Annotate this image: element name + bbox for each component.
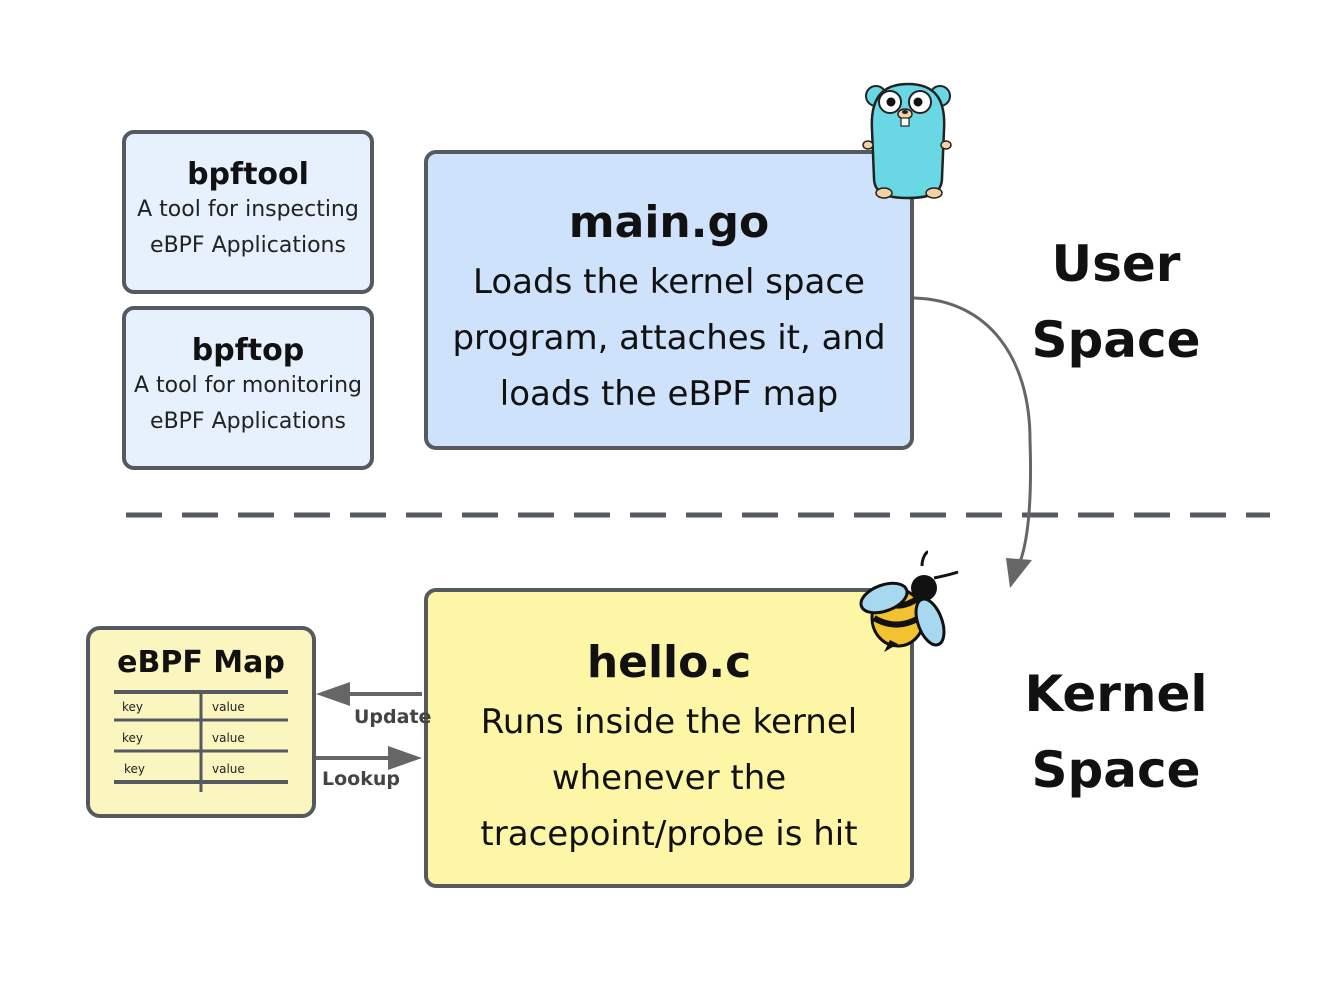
- bpftop-desc-line2: eBPF Applications: [150, 409, 346, 434]
- map-value-2: value: [212, 731, 245, 745]
- bpftop-box: bpftop A tool for monitoring eBPF Applic…: [122, 306, 374, 470]
- lookup-arrow-head: [388, 746, 422, 770]
- map-value-3: value: [212, 762, 245, 776]
- main-go-title: main.go: [568, 197, 770, 248]
- bpftop-title: bpftop: [191, 333, 305, 368]
- user-space-line2: Space: [1031, 311, 1201, 369]
- hello-c-title: hello.c: [586, 637, 752, 688]
- bpftool-desc-line2: eBPF Applications: [150, 233, 346, 258]
- kernel-space-label: Kernel Space: [996, 656, 1236, 808]
- ebpf-map-grid: [114, 690, 288, 792]
- map-key-3: key: [124, 762, 146, 776]
- map-value-1: value: [212, 700, 245, 714]
- kernel-space-line2: Space: [1031, 741, 1201, 799]
- load-arrow: [913, 296, 1033, 563]
- bee-mascot-icon: [859, 550, 959, 652]
- update-arrow-head: [316, 682, 350, 706]
- bpftop-desc-line1: A tool for monitoring: [133, 373, 363, 398]
- main-go-line2: program, attaches it, and: [452, 318, 886, 358]
- map-key-1: key: [122, 700, 144, 714]
- bpftool-box: bpftool A tool for inspecting eBPF Appli…: [122, 130, 374, 294]
- gopher-mascot-icon: [862, 82, 952, 200]
- map-key-2: key: [122, 731, 144, 745]
- main-go-line3: loads the eBPF map: [499, 374, 839, 414]
- update-label: Update: [354, 706, 432, 728]
- kernel-space-line1: Kernel: [1024, 665, 1208, 723]
- bpftool-desc-line1: A tool for inspecting: [137, 197, 359, 222]
- bpftool-title: bpftool: [187, 157, 309, 192]
- lookup-label: Lookup: [322, 768, 400, 790]
- ebpf-map-title: eBPF Map: [117, 645, 285, 680]
- user-space-line1: User: [1051, 235, 1181, 293]
- main-go-line1: Loads the kernel space: [473, 262, 865, 302]
- hello-c-line1: Runs inside the kernel: [480, 702, 858, 742]
- hello-c-box: hello.c Runs inside the kernel whenever …: [424, 588, 914, 888]
- load-arrow-head: [1006, 558, 1032, 588]
- hello-c-line2: whenever the: [551, 758, 787, 798]
- ebpf-map-box: eBPF Map key value key value key value: [86, 626, 316, 818]
- user-space-label: User Space: [996, 226, 1236, 378]
- main-go-box: main.go Loads the kernel space program, …: [424, 150, 914, 450]
- hello-c-line3: tracepoint/probe is hit: [480, 814, 858, 854]
